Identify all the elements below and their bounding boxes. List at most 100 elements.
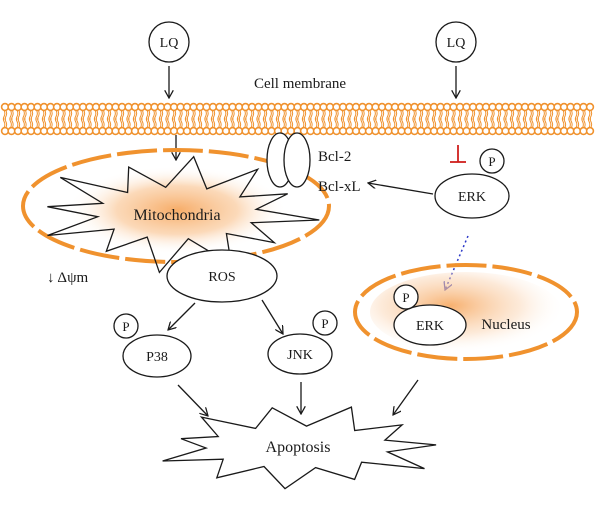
p38-phospho-label: P [122,319,129,334]
lipid-tail [544,118,547,128]
lipid-tail [399,118,402,128]
lq-right-node: LQ [435,21,477,63]
lipid-tail [568,118,571,128]
lipid-tail [204,118,207,128]
lipid-tail [132,110,136,120]
bcl2-bclxl-complex: Bcl-2 Bcl-xL [266,132,361,195]
lipid-tail [245,118,248,128]
lipid-tail [121,110,125,120]
lipid-tail [232,110,235,120]
erk-label: ERK [458,190,486,205]
lipid-tail [503,110,506,120]
lipid-tail [336,118,339,128]
lipid-tail [386,110,389,120]
inhibition-mark [450,145,466,163]
lipid-tail [485,110,489,120]
lipid-tail [158,110,162,120]
apoptosis-label: Apoptosis [266,439,331,456]
lipid-tail [238,110,242,120]
lipid-tail [89,118,92,128]
lipid-tail [464,118,467,128]
lipid-tail [290,118,294,128]
lipid-tail [303,110,307,120]
lipid-tail [243,110,246,120]
jnk-label: JNK [287,348,313,363]
lipid-tail [167,110,170,120]
lipid-tail [284,118,287,128]
lipid-tail [87,118,90,128]
lipid-tail [537,118,541,128]
lipid-tail [407,118,411,128]
lipid-tail [342,118,346,128]
lipid-tail [95,118,99,128]
nucleus: ERK P Nucleus [353,263,579,361]
lipid-tail [30,118,34,128]
lipid-tail [141,118,144,128]
p38-node: P38 [122,334,192,378]
lipid-tail [67,110,71,120]
lipid-tail [126,118,129,128]
lipid-tail [160,118,164,128]
lipid-tail [249,118,253,128]
lipid-tail [113,118,116,128]
mitochondria-glow [67,166,287,254]
lipid-tail [186,118,190,128]
lipid-tail [4,118,8,128]
lipid-tail [327,118,331,128]
lipid-tail [50,118,53,128]
lipid-tail [505,110,508,120]
lipid-tail [490,118,493,128]
nucleus-to-apoptosis-arrow [393,379,419,415]
lipid-tail [295,110,298,120]
lipid-tail [282,110,285,120]
lipid-tail [583,118,586,128]
lipid-tail [297,110,300,120]
lipid-tail [453,118,456,128]
lipid-tail [225,110,229,120]
lipid-tail [524,110,528,120]
lipid-tail [37,110,40,120]
lipid-tail [301,110,305,120]
lipid-tail [173,110,177,120]
lipid-tail [48,110,51,120]
lipid-tail [453,110,456,120]
nucleus-envelope [353,263,579,361]
lipid-tail [301,118,305,128]
lipid-tail [219,118,222,128]
lipid-tail [329,110,333,120]
lipid-tail [82,110,86,120]
lipid-tail [498,110,502,120]
lipid-tail [108,118,112,128]
lipid-tail [128,110,131,120]
lipid-tail [93,118,97,128]
lipid-tail [193,118,196,128]
lipid-tail [316,110,320,120]
lipid-tail [171,110,175,120]
lipid-tail [9,110,12,120]
lipid-tail [258,118,261,128]
lipid-tail [236,118,240,128]
nuclear-erk-node [393,304,467,346]
lipid-tail [479,110,482,120]
lipid-tail [360,110,363,120]
lipid-tail [106,118,110,128]
lipid-tail [314,110,318,120]
lipid-tail [321,110,324,120]
lipid-tail [126,110,129,120]
lipid-tail [264,110,268,120]
lipid-tail [230,110,233,120]
lipid-tail [561,118,565,128]
lipid-tail [483,118,487,128]
lipid-tail [82,118,86,128]
lipid-tail [15,110,19,120]
lipid-tail [74,110,77,120]
lipid-tail [548,110,552,120]
lipid-tail [466,118,469,128]
lipid-tail [199,118,203,128]
lipid-tail [446,110,450,120]
lipid-tail [459,118,463,128]
lipid-tail [483,110,487,120]
lipid-tail [477,110,480,120]
lipid-tail [30,110,34,120]
lipid-tail [212,118,216,128]
